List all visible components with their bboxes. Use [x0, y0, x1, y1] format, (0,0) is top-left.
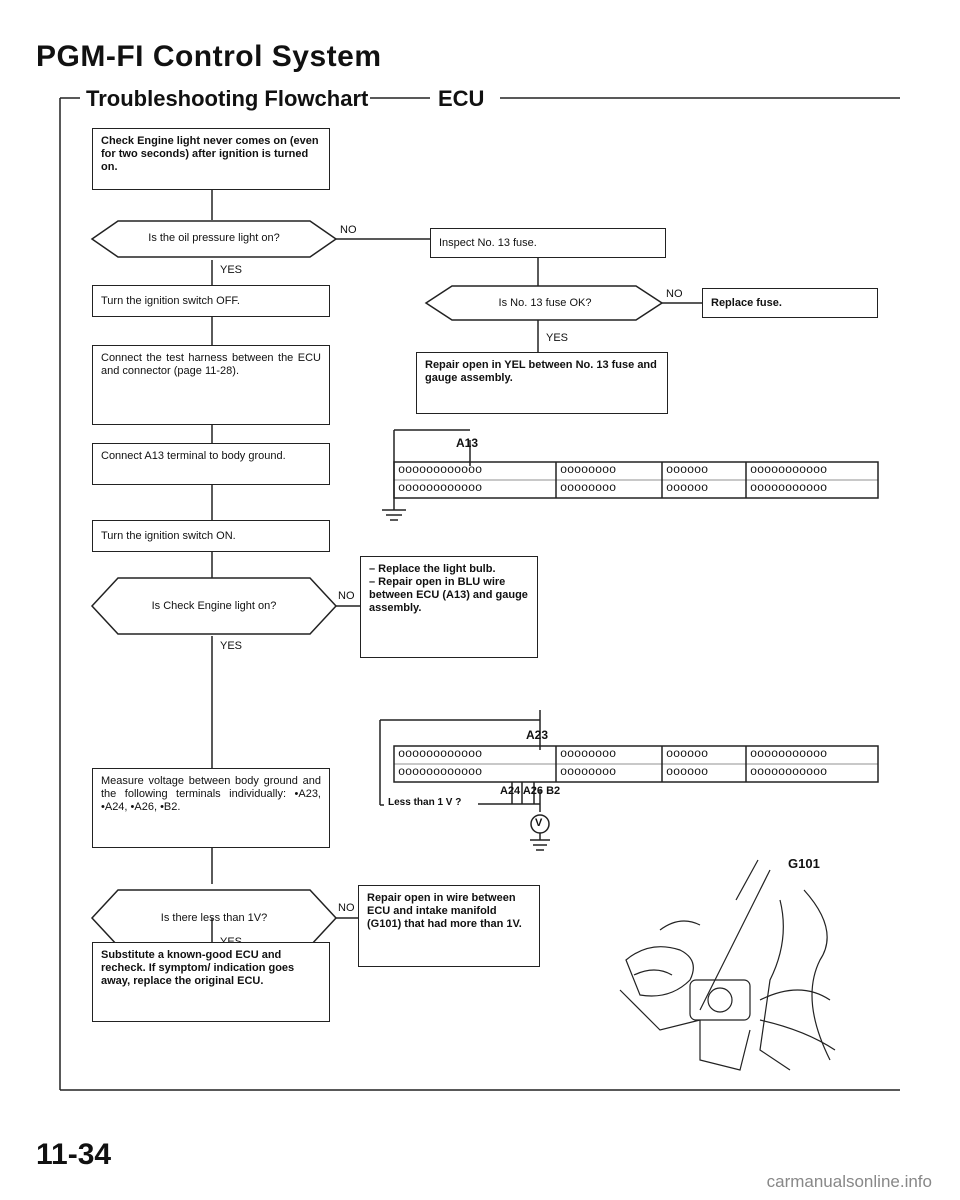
- yes-label: YES: [546, 332, 569, 344]
- connect-harness-box: Connect the test harness between the ECU…: [92, 345, 330, 425]
- section-component: ECU: [438, 86, 485, 111]
- g101-label: G101: [788, 856, 820, 871]
- no-label: NO: [666, 288, 683, 300]
- measure-voltage-box: Measure voltage between body ground and …: [92, 768, 330, 848]
- connector1-row2-block1: oooooooooooo: [398, 481, 483, 495]
- repair-yel-box: Repair open in YEL between No. 13 fuse a…: [416, 352, 668, 414]
- start-box: Check Engine light never comes on (even …: [92, 128, 330, 190]
- connector2-row1-block4: ooooooooooo: [750, 747, 828, 761]
- connector2-row2-block1: oooooooooooo: [398, 765, 483, 779]
- connector2-row1-block3: oooooo: [666, 747, 709, 761]
- ignition-off-box: Turn the ignition switch OFF.: [92, 285, 330, 317]
- connector2-row2-block2: oooooooo: [560, 765, 617, 779]
- connector2-row2-block4: ooooooooooo: [750, 765, 828, 779]
- voltmeter-icon: V: [535, 817, 543, 829]
- repair-blu-step: – Repair open in BLU wire between ECU (A…: [369, 576, 528, 614]
- page-number: 11-34: [36, 1138, 112, 1171]
- pin-a23-label: A23: [526, 728, 549, 742]
- repair-intake-box: Repair open in wire between ECU and inta…: [358, 885, 540, 967]
- inspect-fuse-box: Inspect No. 13 fuse.: [430, 228, 666, 258]
- connect-a13-box: Connect A13 terminal to body ground.: [92, 443, 330, 485]
- connector2-row2-block3: oooooo: [666, 765, 709, 779]
- connector1-row2-block4: ooooooooooo: [750, 481, 828, 495]
- connector2-row1-block2: oooooooo: [560, 747, 617, 761]
- connector1-row2-block2: oooooooo: [560, 481, 617, 495]
- decision-fuse-text: Is No. 13 fuse OK?: [498, 297, 592, 309]
- decision-less-1v-text: Is there less than 1V?: [160, 912, 268, 924]
- less-than-1v-label: Less than 1 V ?: [388, 797, 462, 808]
- connector1-row1-block3: oooooo: [666, 463, 709, 477]
- page-title: PGM-FI Control System: [36, 40, 382, 73]
- yes-label: YES: [220, 264, 243, 276]
- no-label: NO: [338, 590, 355, 602]
- decision-oil-text: Is the oil pressure light on?: [148, 232, 280, 244]
- connector1-row1-block4: ooooooooooo: [750, 463, 828, 477]
- replace-bulb-box: – Replace the light bulb. – Repair open …: [360, 556, 538, 658]
- substitute-ecu-box: Substitute a known-good ECU and recheck.…: [92, 942, 330, 1022]
- connector1-row1-block2: oooooooo: [560, 463, 617, 477]
- connector1-row1-block1: oooooooooooo: [398, 463, 483, 477]
- footer-watermark: carmanualsonline.info: [766, 1172, 932, 1191]
- pins-a24-a26-b2-label: A24 A26 B2: [500, 785, 561, 797]
- intake-manifold-illustration: [619, 859, 836, 1071]
- decision-check-light-text: Is Check Engine light on?: [151, 600, 277, 612]
- replace-fuse-box: Replace fuse.: [702, 288, 878, 318]
- replace-bulb-step: – Replace the light bulb.: [369, 563, 496, 575]
- yes-label: YES: [220, 640, 243, 652]
- connector2-row1-block1: oooooooooooo: [398, 747, 483, 761]
- section-subtitle: Troubleshooting Flowchart: [86, 86, 369, 111]
- no-label: NO: [340, 224, 357, 236]
- connector1-row2-block3: oooooo: [666, 481, 709, 495]
- no-label: NO: [338, 902, 355, 914]
- ignition-on-box: Turn the ignition switch ON.: [92, 520, 330, 552]
- pin-a13-label: A13: [456, 436, 479, 450]
